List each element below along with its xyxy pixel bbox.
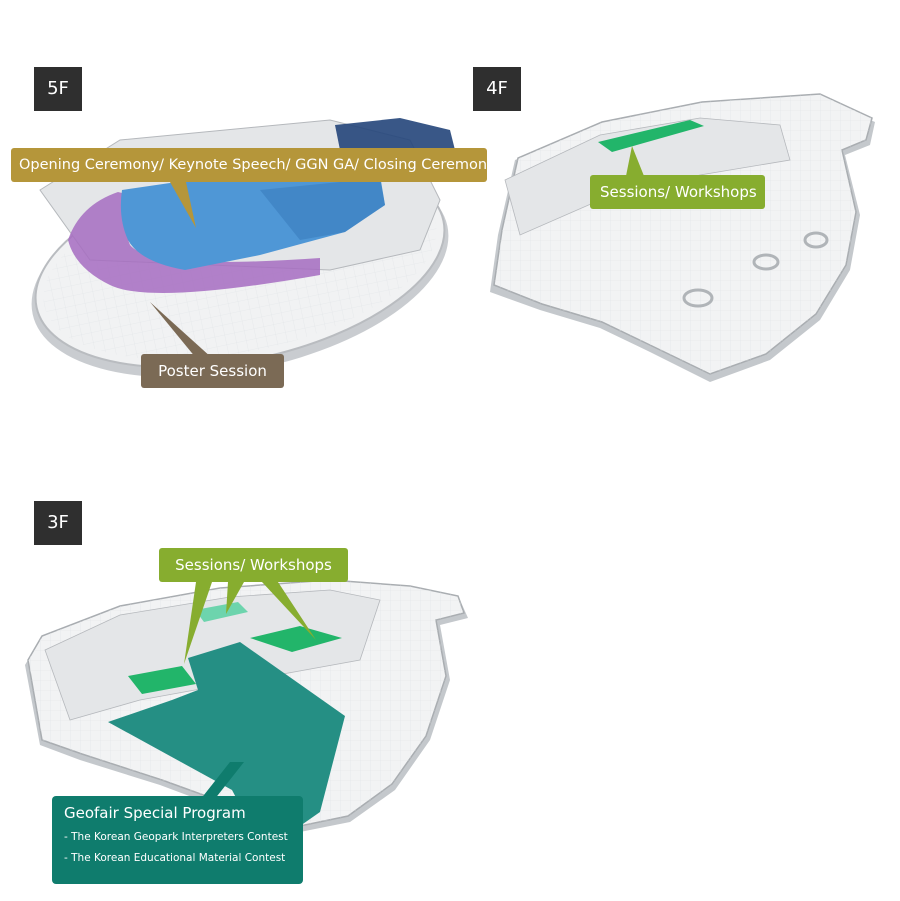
floor-badge-3f: 3F bbox=[34, 501, 82, 545]
floor-badge-4f: 4F bbox=[473, 67, 521, 111]
poster-session-label: Poster Session bbox=[141, 354, 284, 388]
opening-ceremony-label: Opening Ceremony/ Keynote Speech/ GGN GA… bbox=[11, 148, 496, 182]
floor-4f-plan bbox=[490, 93, 875, 382]
floor-3f-plan bbox=[25, 579, 468, 832]
floor-badge-5f: 5F bbox=[34, 67, 82, 111]
sessions-workshops-3f-label: Sessions/ Workshops bbox=[159, 548, 348, 582]
geofair-item-educational: - The Korean Educational Material Contes… bbox=[64, 852, 286, 864]
geofair-special-program-box: Geofair Special Program - The Korean Geo… bbox=[52, 796, 303, 884]
geofair-item-interpreters: - The Korean Geopark Interpreters Contes… bbox=[64, 831, 288, 843]
sessions-workshops-4f-label: Sessions/ Workshops bbox=[590, 175, 765, 209]
floor-5f-plan bbox=[31, 118, 455, 378]
geofair-title: Geofair Special Program bbox=[64, 804, 246, 822]
